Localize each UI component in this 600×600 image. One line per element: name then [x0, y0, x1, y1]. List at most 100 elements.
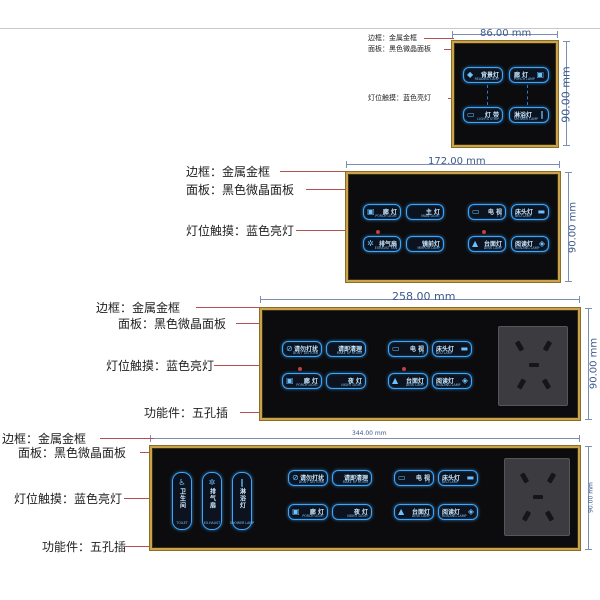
key-porch-light[interactable]: ▣ 廊 灯 PORCH LIGHT: [363, 204, 401, 220]
key-tv[interactable]: ▭ 电 视 T V: [468, 204, 506, 220]
leader-function-4: [124, 546, 154, 547]
dim-width-258: [260, 296, 580, 303]
key-lights-strip[interactable]: ▭ 灯 带 LIGHTS STRIP: [463, 107, 503, 123]
label-frame-3: 边框：金属金框: [96, 301, 181, 315]
dim-height-172-text: 90.00 mm: [567, 201, 579, 254]
key-porch-light-3[interactable]: ▣ 廊 灯 PORCH LIGHT: [282, 373, 322, 389]
bulb-icon: ▣: [536, 70, 544, 79]
shower-icon: ∥: [240, 478, 244, 487]
leader-frame-2: [280, 171, 350, 172]
key-night-light[interactable]: 夜 灯 NIGHT LIGHT: [326, 373, 366, 389]
toilet-icon: ♿: [178, 478, 186, 487]
key-do-not-disturb-4[interactable]: ⊘ 请勿打扰 DON'T DISTURB: [288, 470, 328, 486]
lamp-icon: ▣: [286, 376, 294, 385]
dim-width-258-text: 258.00 mm: [392, 290, 456, 303]
socket-hole: [541, 378, 552, 390]
socket-hole: [521, 510, 532, 522]
label-frame-2: 边框：金属金框: [186, 165, 271, 179]
strip-icon: ▭: [467, 110, 475, 119]
lamp-icon: ▣: [367, 207, 375, 216]
bed-icon: ▬: [537, 207, 545, 216]
label-frame-1: 边框：金属金框: [368, 34, 417, 42]
key-reading-lamp-3[interactable]: 阅读灯 READING LAMP ◈: [432, 373, 472, 389]
dim-height-86-text: 90.00 mm: [559, 66, 573, 123]
connector: [487, 85, 488, 105]
book-icon: ◈: [461, 376, 468, 385]
panel-344: ♿ 卫生间 TOILET ✲ 排气扇 EX.HAUST ∥ 淋浴灯 SHOWER…: [150, 446, 580, 550]
key-do-not-disturb[interactable]: ⊘ 请勿打扰 DON'T DISTURB: [282, 341, 322, 357]
key-porch-lamp[interactable]: 廊 灯 PORCH LAMP ▣: [509, 67, 549, 83]
indicator-dot: [298, 367, 302, 371]
lamp-icon: ▲: [472, 239, 479, 248]
key-tv-3[interactable]: ▭ 电 视 T V: [388, 341, 428, 357]
dim-height-172: [565, 172, 572, 282]
key-toilet[interactable]: ♿ 卫生间 TOILET: [172, 472, 192, 530]
bed-icon: ▬: [460, 344, 468, 353]
leader-frame-4: [100, 438, 154, 439]
key-reading-lamp[interactable]: ◆ 背景灯 READING LAMP: [463, 67, 503, 83]
dim-height-258: [585, 308, 592, 420]
key-shower-lamp[interactable]: 淋浴灯 SHOWER LAMP ∥: [509, 107, 549, 123]
key-exhaust[interactable]: ✲ 排气扇 EX.HAUST: [202, 472, 222, 530]
socket-hole: [546, 472, 557, 484]
key-desk-lamp-4[interactable]: ▲ 台面灯 DESK LAMP: [394, 504, 434, 520]
five-hole-socket[interactable]: [498, 326, 568, 406]
leader-frame-1: [424, 38, 454, 39]
label-touch-2: 灯位触摸：蓝色亮灯: [186, 224, 295, 238]
do-not-disturb-icon: ⊘: [286, 344, 293, 353]
fan-icon: ✲: [367, 239, 374, 248]
lamp-icon: ▣: [292, 507, 300, 516]
key-bed-lamp-3[interactable]: 床头灯 BED LAMP ▬: [432, 341, 472, 357]
key-make-up-room[interactable]: 请即清理 MAKE UP ROOM: [326, 341, 366, 357]
dim-height-86: [563, 41, 570, 146]
socket-hole: [516, 378, 527, 390]
key-tv-4[interactable]: ▭ 电 视 T V: [394, 470, 434, 486]
socket-hole: [544, 510, 555, 522]
socket-hole: [514, 340, 525, 352]
leader-panel-2: [306, 189, 362, 190]
label-touch-3: 灯位触摸：蓝色亮灯: [106, 359, 215, 373]
leader-touch-2: [296, 230, 360, 231]
lamp-icon: ◆: [467, 70, 474, 79]
tv-icon: ▭: [392, 344, 400, 353]
label-frame-4: 边框：金属金框: [2, 432, 87, 446]
panel-258: ⊘ 请勿打扰 DON'T DISTURB 请即清理 MAKE UP ROOM ▣…: [260, 308, 580, 420]
dim-width-172: [346, 161, 560, 168]
key-desk-lamp-3[interactable]: ▲ 台面灯 DESK LAMP: [388, 373, 428, 389]
dim-height-344-text: 90.00 mm: [587, 482, 595, 513]
key-shower[interactable]: ∥ 淋浴灯 SHOWER LAMP: [230, 472, 254, 530]
dim-height-258-text: 90.00 mm: [588, 337, 600, 390]
dim-width-344: [150, 435, 580, 442]
shower-icon: ∥: [540, 110, 544, 119]
key-bed-lamp[interactable]: 床头灯 BED LAMP ▬: [511, 204, 549, 220]
key-night-light-4[interactable]: 夜 灯 NIGHT LIGHT: [332, 504, 372, 520]
key-exhaust-fan[interactable]: ✲ 排气扇 EXHAUST FAN: [363, 236, 401, 252]
key-porch-light-4[interactable]: ▣ 廊 灯 PORCH LIGHT: [288, 504, 328, 520]
key-main-light[interactable]: 主 灯 MAIN LIGHT: [406, 204, 444, 220]
key-bed-lamp-4[interactable]: 床头灯 BED LAMP ▬: [438, 470, 478, 486]
five-hole-socket[interactable]: [504, 458, 570, 536]
indicator-dot: [402, 367, 406, 371]
key-make-up-room-4[interactable]: 请即清理 MAKE UP ROOM: [332, 470, 372, 486]
do-not-disturb-icon: ⊘: [292, 473, 299, 482]
label-touch-1: 灯位触摸：蓝色亮灯: [368, 94, 431, 102]
dim-width-344-text: 344.00 mm: [352, 430, 387, 437]
key-reading-lamp-4[interactable]: 阅读灯 READING LAMP ◈: [438, 504, 478, 520]
leader-panel-3: [236, 323, 272, 324]
socket-hole: [519, 472, 530, 484]
key-mirror-lamp[interactable]: 镜前灯 MIRROR LAMP: [406, 236, 444, 252]
leader-touch-3: [214, 365, 274, 366]
label-panel-2: 面板：黑色微晶面板: [186, 183, 295, 197]
book-icon: ◈: [538, 239, 545, 248]
dim-width-172-text: 172.00 mm: [428, 156, 486, 167]
socket-hole: [529, 363, 539, 367]
book-icon: ◈: [467, 507, 474, 516]
tv-icon: ▭: [472, 207, 480, 216]
panel-86: ◆ 背景灯 READING LAMP 廊 灯 PORCH LAMP ▣ ▭ 灯 …: [452, 41, 558, 147]
label-touch-4: 灯位触摸：蓝色亮灯: [14, 492, 123, 506]
key-desk-lamp[interactable]: ▲ 台面灯 DESK LAMP: [468, 236, 506, 252]
tv-icon: ▭: [398, 473, 406, 482]
panel-172: ▣ 廊 灯 PORCH LIGHT 主 灯 MAIN LIGHT ✲ 排气扇 E…: [346, 172, 560, 282]
key-reading-lamp-2[interactable]: 阅读灯 READING LAMP ◈: [511, 236, 549, 252]
label-panel-3: 面板：黑色微晶面板: [118, 317, 227, 331]
